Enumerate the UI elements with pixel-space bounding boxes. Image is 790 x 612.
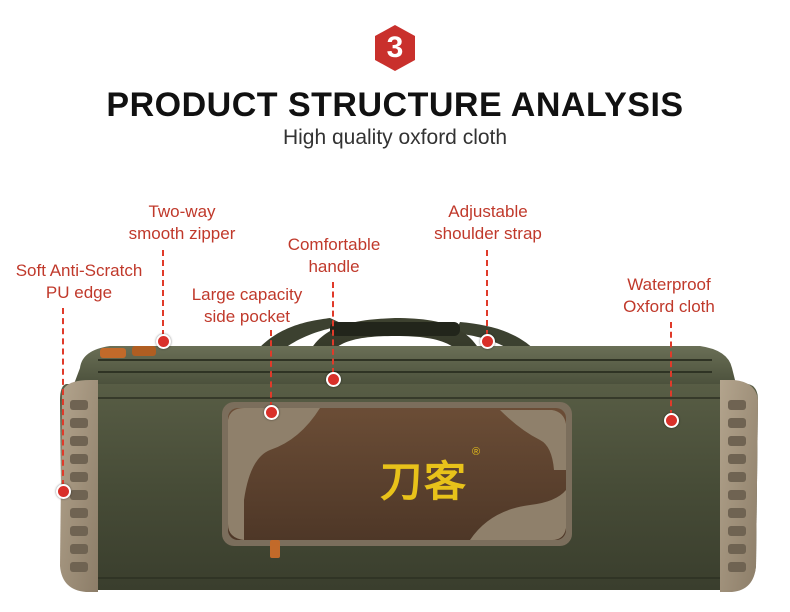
step-hexagon-icon bbox=[375, 25, 415, 71]
pu-edge-right bbox=[720, 380, 758, 592]
zipper-pulls bbox=[100, 346, 280, 558]
callout-zipper-leader bbox=[162, 250, 164, 336]
callout-pocket-leader bbox=[270, 330, 272, 408]
callout-strap-dot bbox=[480, 334, 495, 349]
callout-handle-line1: Comfortable bbox=[287, 235, 381, 254]
callout-oxford-dot bbox=[664, 413, 679, 428]
callout-pu-edge-dot bbox=[56, 484, 71, 499]
callout-handle-dot bbox=[326, 372, 341, 387]
callout-pocket-line1: Large capacity bbox=[191, 285, 303, 304]
callout-pocket-dot bbox=[264, 405, 279, 420]
side-pocket bbox=[222, 402, 572, 546]
callout-pocket-line2: side pocket bbox=[204, 307, 290, 326]
brand-logo: 刀客 bbox=[380, 457, 469, 506]
callout-strap-line2: shoulder strap bbox=[434, 224, 542, 243]
callout-pu-edge: Soft Anti-Scratch PU edge bbox=[4, 260, 154, 304]
callout-pocket: Large capacity side pocket bbox=[172, 284, 322, 328]
callout-pu-edge-line2: PU edge bbox=[45, 283, 113, 302]
callout-pu-edge-leader bbox=[62, 308, 64, 486]
callout-zipper: Two-way smooth zipper bbox=[112, 201, 252, 245]
callout-oxford: Waterproof Oxford cloth bbox=[604, 274, 734, 318]
pu-edge-left bbox=[60, 380, 98, 592]
page-title: PRODUCT STRUCTURE ANALYSIS bbox=[106, 86, 684, 124]
callout-strap-leader bbox=[486, 250, 488, 336]
callout-zipper-dot bbox=[156, 334, 171, 349]
callout-oxford-line1: Waterproof bbox=[627, 275, 711, 294]
step-number: 3 bbox=[386, 31, 404, 64]
callout-zipper-line1: Two-way bbox=[148, 202, 216, 221]
callout-zipper-line2: smooth zipper bbox=[128, 224, 236, 243]
brand-registered-mark: ® bbox=[472, 446, 481, 458]
callout-handle-leader bbox=[332, 282, 334, 374]
callout-handle-line2: handle bbox=[308, 257, 360, 276]
callout-handle: Comfortable handle bbox=[266, 234, 402, 278]
callout-oxford-line2: Oxford cloth bbox=[623, 297, 715, 316]
callout-strap-line1: Adjustable bbox=[448, 202, 528, 221]
callout-strap: Adjustable shoulder strap bbox=[414, 201, 562, 245]
page-subtitle: High quality oxford cloth bbox=[282, 126, 508, 149]
callout-pu-edge-line1: Soft Anti-Scratch bbox=[15, 261, 143, 280]
callout-oxford-leader bbox=[670, 322, 672, 416]
